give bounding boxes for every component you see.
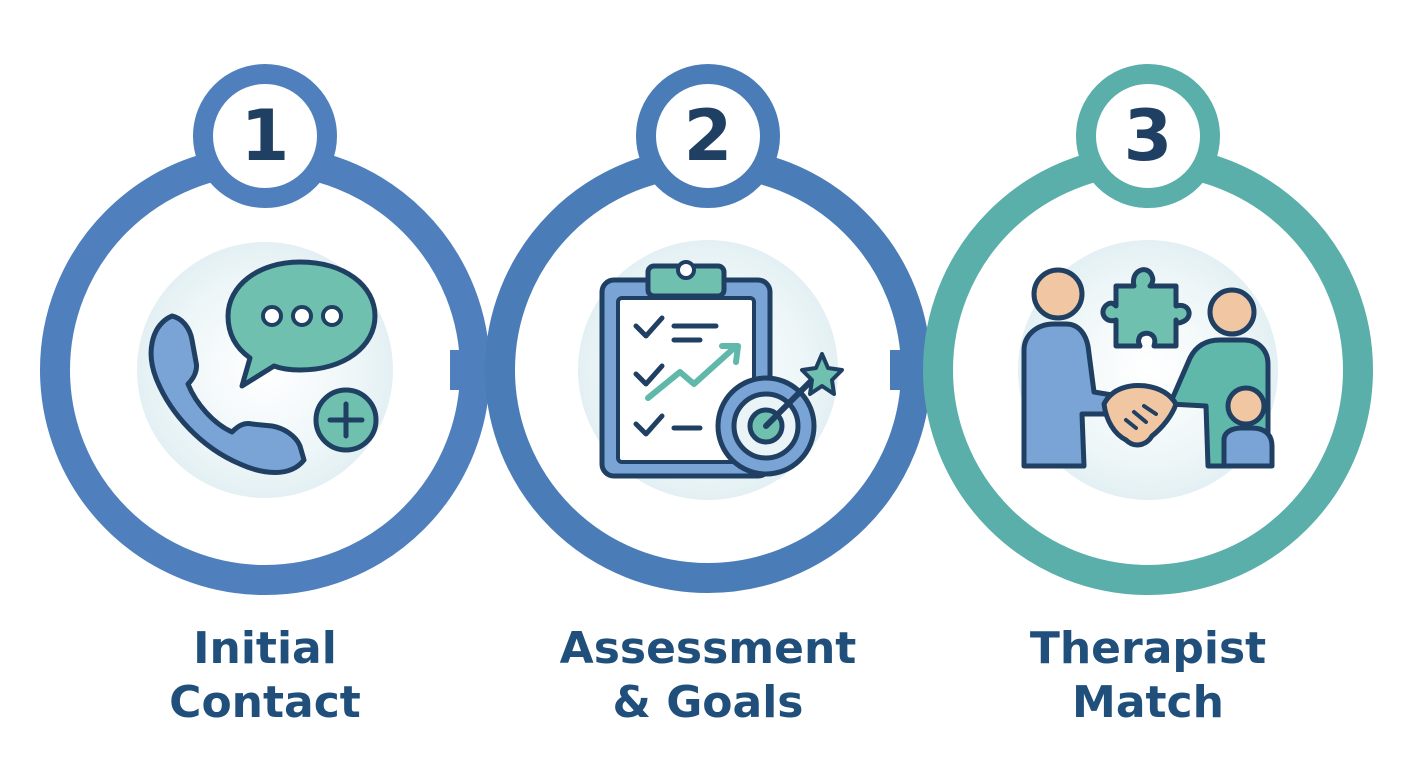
clipboard-target-icon bbox=[599, 260, 844, 479]
step-3-label-line-1: Therapist bbox=[1029, 623, 1267, 674]
step-3 bbox=[923, 145, 1373, 595]
plus-circle-icon bbox=[313, 387, 379, 453]
step-1-number-badge: 1 bbox=[193, 64, 337, 208]
target-icon bbox=[715, 352, 844, 477]
phone-chat-plus-icon bbox=[148, 259, 379, 475]
step-2-label-line-2: & Goals bbox=[612, 677, 804, 728]
person-left-icon bbox=[1021, 267, 1121, 469]
step-1-label: Initial Contact bbox=[95, 622, 435, 730]
step-1-label-line-1: Initial bbox=[193, 623, 337, 674]
step-2-label: Assessment & Goals bbox=[508, 622, 908, 730]
step-3-label: Therapist Match bbox=[978, 622, 1318, 730]
step-2-label-line-1: Assessment bbox=[559, 623, 857, 674]
step-3-label-line-2: Match bbox=[1072, 677, 1224, 728]
phone-icon bbox=[148, 313, 307, 475]
handshake-icon bbox=[1101, 383, 1179, 448]
step-3-number-badge: 3 bbox=[1076, 64, 1220, 208]
step-3-number: 3 bbox=[1124, 95, 1173, 177]
puzzle-piece-icon bbox=[1100, 267, 1192, 349]
child-icon bbox=[1221, 385, 1275, 469]
handshake-puzzle-icon bbox=[1021, 267, 1275, 469]
step-2-number: 2 bbox=[684, 95, 733, 177]
chat-bubble-icon bbox=[225, 259, 378, 389]
step-2-number-badge: 2 bbox=[636, 64, 780, 208]
step-1-label-line-2: Contact bbox=[169, 677, 361, 728]
step-1-number: 1 bbox=[241, 95, 290, 177]
